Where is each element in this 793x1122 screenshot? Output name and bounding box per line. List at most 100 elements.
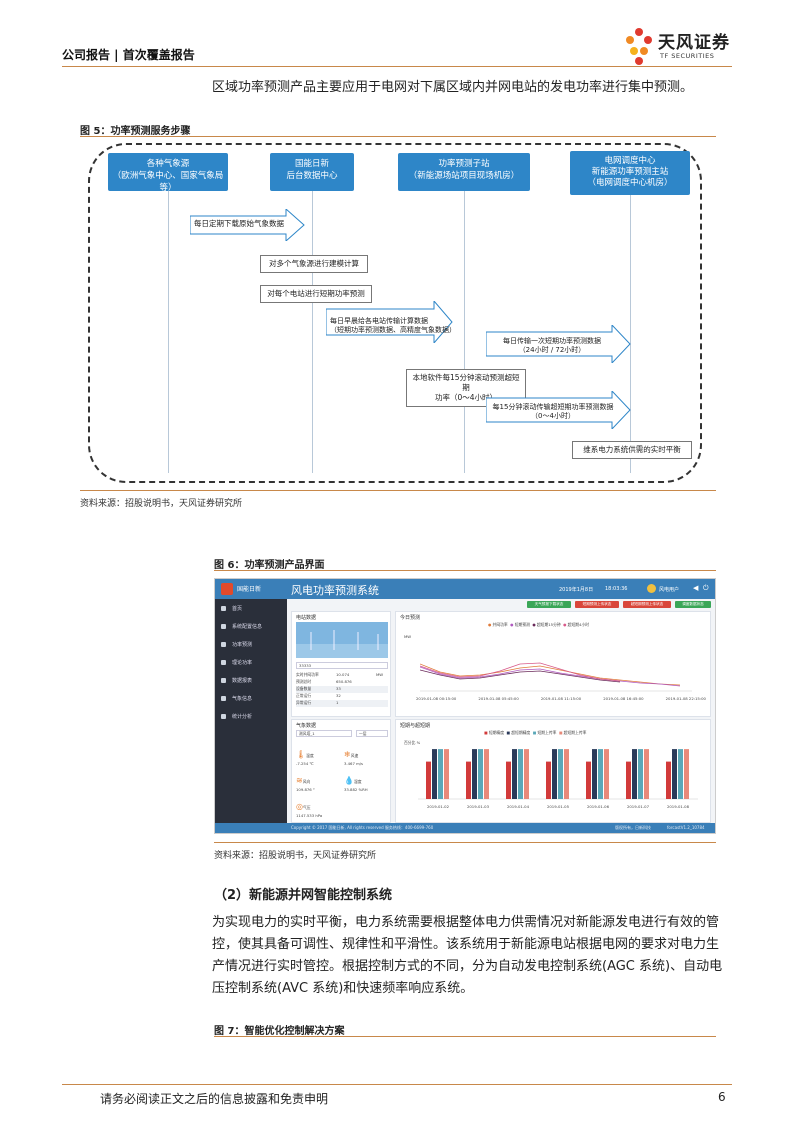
app-version: forcastV1.2_10784 — [667, 825, 705, 830]
ultra-short-upload-status-button[interactable]: 超短期预测上传状态 — [623, 601, 671, 608]
report-icon — [221, 678, 226, 683]
compare-bar — [638, 749, 643, 799]
home-icon — [221, 606, 226, 611]
forecast-panel: 今日预测 ● 并网功率 ● 短期预测 ● 超短期15分钟 ● 超短期4小时 MW… — [395, 611, 711, 717]
compare-bar — [558, 749, 563, 799]
step-2-box: 对多个气象源进行建模计算 — [260, 255, 368, 273]
fig6-top-line — [214, 570, 716, 571]
lane-data-center: 国能日新 后台数据中心 — [270, 153, 354, 191]
station-field: 预测总时 650.876 — [296, 679, 352, 684]
wind-speed-icon: ❄ — [344, 750, 351, 759]
compare-bar — [444, 749, 449, 799]
step-8-box: 维系电力系统供需的实时平衡 — [572, 441, 692, 459]
weather-icon — [221, 696, 226, 701]
sidebar-item-forecast[interactable]: 功率预测 — [221, 641, 252, 648]
station-field: 异常运行 1 — [296, 700, 388, 707]
compare-bar — [438, 749, 443, 799]
station-panel-title: 电站数据 — [296, 615, 317, 621]
page-number: 6 — [718, 1090, 726, 1104]
weather-item: 🌡温度-7.254 ℃ — [296, 750, 314, 766]
lane-weather-sources: 各种气象源 （欧洲气象中心、国家气象局等） — [108, 153, 228, 193]
sidebar-item-stats[interactable]: 统计分析 — [221, 713, 252, 720]
report-type: 公司报告 | 首次覆盖报告 — [62, 48, 195, 62]
step-3-box: 对每个电站进行短期功率预测 — [260, 285, 372, 303]
fig5-top-line — [80, 136, 716, 137]
fig7-title: 图 7：智能优化控制解决方案 — [214, 1026, 345, 1037]
lane-grid-center: 电网调度中心 新能源功率预测主站 （电网调度中心机房） — [570, 151, 690, 195]
compare-bar — [632, 749, 637, 799]
logo-english: TF SECURITIES — [660, 52, 715, 60]
compare-legend: ■ 短期精度 ■ 超短期精度 ■ 短期上传率 ■ 超短期上传率 — [484, 730, 587, 735]
compare-bar — [604, 749, 609, 799]
tower-select[interactable]: 测风塔_1 — [296, 730, 352, 737]
station-field: 正常运行 32 — [296, 693, 341, 698]
compare-bar — [626, 761, 631, 799]
step-arrow-1 — [190, 209, 305, 241]
lane-line-2 — [312, 181, 313, 473]
line-chart-icon — [221, 660, 226, 665]
tf-securities-logo: 天风证券 TF SECURITIES — [622, 26, 734, 66]
forecast-legend: ● 并网功率 ● 短期预测 ● 超短期15分钟 ● 超短期4小时 — [488, 622, 590, 627]
compare-bar — [432, 749, 437, 799]
wind-farm-image — [296, 622, 388, 658]
step-5-label: 每日传输一次短期功率预测数据 （24小时 / 72小时） — [503, 337, 601, 354]
section-title: （2）新能源并网智能控制系统 — [214, 888, 393, 903]
compare-bar — [592, 749, 597, 799]
short-upload-status-button[interactable]: 短期预测上传状态 — [575, 601, 619, 608]
forecast-line-chart — [420, 662, 692, 692]
fig7-top-line — [214, 1036, 716, 1037]
app-footer: Copyright © 2017 国能日新, All rights reserv… — [215, 823, 715, 833]
fig5-bottom-line — [80, 490, 716, 491]
step-7-label: 每15分钟滚动传输超短期功率预测数据 （0～4小时） — [492, 403, 614, 420]
app-title: 风电功率预测系统 — [291, 584, 379, 597]
compare-bar — [484, 749, 489, 799]
app-logo-text: 国能日新 — [237, 586, 262, 593]
app-sidebar: 首页 系统配置信息 功率预测 理论功率 数据报表 气象信息 统计分析 — [215, 599, 287, 825]
compare-bar — [564, 749, 569, 799]
tf-logo-icon — [626, 28, 652, 65]
layer-select[interactable]: 一层 — [356, 730, 388, 737]
sidebar-item-config[interactable]: 系统配置信息 — [221, 623, 262, 630]
app-time: 18:03:36 — [605, 586, 628, 592]
fig6-source: 资料来源：招股说明书，天风证券研究所 — [214, 851, 377, 861]
user-avatar — [647, 584, 656, 593]
compare-bar — [684, 749, 689, 799]
step-arrow-5 — [486, 325, 631, 363]
dispatch-data-status-button[interactable]: 调度数据状态 — [675, 601, 711, 608]
humidity-icon: 💧 — [344, 776, 354, 785]
station-select[interactable]: 33333 — [296, 662, 388, 669]
sidebar-item-home[interactable]: 首页 — [221, 605, 242, 612]
sidebar-item-weather[interactable]: 气象信息 — [221, 695, 252, 702]
header-divider — [62, 66, 732, 67]
volume-icon[interactable]: ◀ — [693, 584, 699, 592]
compare-bar — [586, 761, 591, 799]
sidebar-item-reports[interactable]: 数据报表 — [221, 677, 252, 684]
step-1-label: 每日定期下载原始气象数据 — [194, 219, 284, 228]
sidebar-item-theory[interactable]: 理论功率 — [221, 659, 252, 666]
compare-bar — [678, 749, 683, 799]
fig6-title: 图 6：功率预测产品界面 — [214, 560, 325, 571]
thermometer-icon: 🌡 — [296, 750, 307, 759]
footer-disclaimer: 请务必阅读正文之后的信息披露和免责申明 — [100, 1092, 329, 1106]
step-4-label: 每日早晨给各电站传输计算数据 （短期功率预测数据、高精度气象数据） — [330, 317, 456, 334]
fig6-bottom-line — [214, 842, 716, 843]
compare-bar — [546, 761, 551, 799]
compare-bar — [472, 749, 477, 799]
compare-bar — [666, 761, 671, 799]
user-name[interactable]: 风电用户 — [659, 587, 680, 593]
app-topbar: 国能日新 风电功率预测系统 2019年1月8日 18:03:36 风电用户 ◀ … — [215, 579, 715, 599]
flow-diagram: 各种气象源 （欧洲气象中心、国家气象局等） 国能日新 后台数据中心 功率预测子站… — [88, 143, 702, 483]
compare-bar — [466, 761, 471, 799]
compare-bar — [518, 749, 523, 799]
logout-icon[interactable]: ⏻ — [703, 584, 709, 592]
weather-download-status-button[interactable]: 天气预报下载状态 — [527, 601, 571, 608]
forecast-panel-title: 今日预测 — [400, 615, 421, 621]
app-rights: 版权所有，日新科技 — [615, 825, 651, 830]
